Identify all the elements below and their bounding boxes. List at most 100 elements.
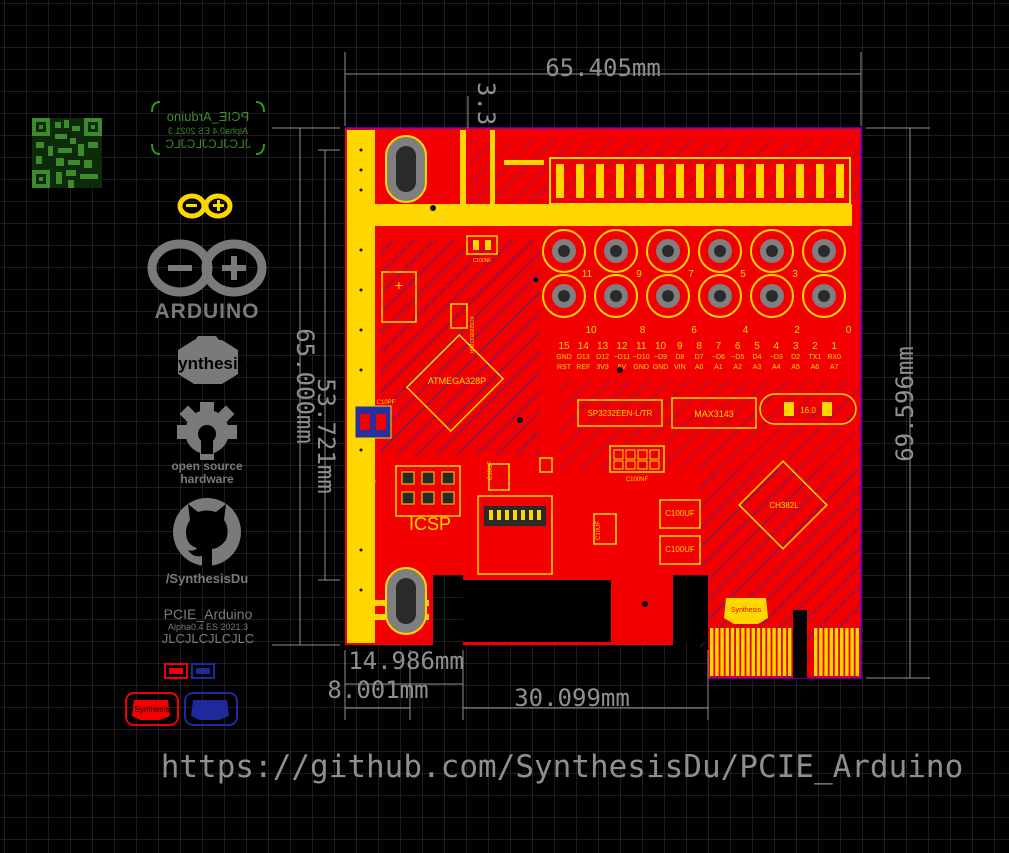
pin-number-10: 5 <box>754 341 760 352</box>
pin-label-2-13: A6 <box>811 364 820 371</box>
pin-label-1-7: D7 <box>695 354 704 361</box>
mirrored-title: PCIE_Arduino <box>167 109 249 124</box>
gold-finger <box>767 628 771 676</box>
pcie-cutout-left <box>463 580 611 642</box>
icsp-label: ICSP <box>409 514 451 534</box>
pad-ring <box>802 274 846 318</box>
pin-number-1: 14 <box>578 341 590 352</box>
gold-finger <box>829 628 833 676</box>
layer-badges: Synthesis <box>125 663 238 726</box>
top-pin-number-14: 1 <box>832 217 838 228</box>
pad-even-label-0: 10 <box>585 325 597 336</box>
ch382l-label: CH382L <box>769 501 799 510</box>
osh-line-2: hardware <box>180 472 234 486</box>
pin-label-2-1: REF <box>576 364 590 371</box>
qr-code-icon <box>32 118 102 188</box>
top-pin-number-5: 10 <box>652 217 664 228</box>
board-title-block: PCIE_Arduino Alpha0.4 ES 2021.3 JLCJLCJL… <box>162 606 254 646</box>
gold-finger <box>725 628 729 676</box>
pin-number-4: 11 <box>636 341 647 352</box>
pad-odd-label-3: 5 <box>740 269 746 280</box>
pad-center <box>818 290 830 302</box>
pad-center <box>662 245 674 257</box>
pad-row-1 <box>542 229 846 273</box>
pad-row-2 <box>542 274 846 318</box>
dim-top-width: 65.405mm <box>545 54 661 82</box>
pin-label-1-5: ~D9 <box>654 354 667 361</box>
gold-finger <box>762 628 766 676</box>
top-pin-number-12: 3 <box>792 217 798 228</box>
pin-label-2-10: A3 <box>753 364 762 371</box>
cap-c100uf-1: C100UF <box>659 499 701 529</box>
pin-label-2-12: A5 <box>791 364 800 371</box>
gold-finger <box>756 628 761 676</box>
pin-number-12: 3 <box>793 341 799 352</box>
pin-label-2-8: A1 <box>714 364 723 371</box>
cap-c10uf-2: C10UF <box>593 513 617 545</box>
arduino-wordmark: ARDUINO <box>155 300 260 323</box>
pin-label-1-9: ~D5 <box>731 354 744 361</box>
gold-finger <box>782 628 787 676</box>
dim-top-offset: 3.3 <box>472 82 500 125</box>
ldo-label: XC6220B331MR <box>468 316 474 354</box>
pad-ring <box>646 229 690 273</box>
gold-finger <box>772 628 776 676</box>
pad-odd-label-4: 3 <box>792 269 798 280</box>
c10uf-2-label: C10UF <box>596 521 602 540</box>
ldo-regulator: XC6220B331MR <box>450 303 474 354</box>
usb-connector <box>477 495 553 575</box>
top-pin-number-4: 11 <box>633 217 644 228</box>
pin-label-1-0: GND <box>556 354 572 361</box>
board-fab-code: JLCJLCJLCJLC <box>162 631 254 646</box>
pad-ring <box>750 229 794 273</box>
gold-finger <box>730 628 735 676</box>
c100uf-1-label: C100UF <box>665 509 695 518</box>
top-pin-number-1: 14 <box>574 217 586 228</box>
gold-finger <box>850 628 854 676</box>
svg-text:+: + <box>395 277 403 293</box>
pad-center <box>558 245 570 257</box>
pad-center <box>818 245 830 257</box>
pin-label-1-8: ~D6 <box>712 354 725 361</box>
open-source-hardware-gear-icon: open source hardware <box>171 402 243 486</box>
pad-odd-label-0: 11 <box>582 269 593 280</box>
dim-left-height-a: 53.721mm <box>312 378 340 494</box>
cap-c100nf-top: C100NF <box>466 235 498 264</box>
cap-c100uf-2: C100UF <box>659 535 701 565</box>
pad-ring <box>542 229 586 273</box>
github-handle: /SynthesisDu <box>166 571 248 586</box>
pin-label-1-3: ~D11 <box>614 354 631 361</box>
mirrored-board-label: PCIE_Arduino Alpha0.4 ES 2021.3 JLCJLCJL… <box>151 101 265 155</box>
pcie-gold-fingers <box>710 628 859 676</box>
dim-bottom-a: 14.986mm <box>348 647 464 675</box>
board-synthesis-logo: Synthesis <box>724 598 768 624</box>
top-pin-number-0: 15 <box>554 217 566 228</box>
board-synthesis-label: Synthesis <box>731 607 762 614</box>
crystal-label: 16.0 <box>800 406 816 415</box>
pin-label-2-11: A4 <box>772 364 781 371</box>
pad-ring <box>802 229 846 273</box>
pin-label-2-0: RST <box>557 364 572 371</box>
vias <box>359 148 648 607</box>
dim-right-height: 69.596mm <box>891 346 919 462</box>
pad-center <box>558 290 570 302</box>
silk-top-bar <box>347 204 852 226</box>
top-header-pins <box>549 157 851 205</box>
ch382l-chip: CH382L <box>738 460 828 550</box>
pin-label-2-3: 5V <box>618 364 627 371</box>
board-title: PCIE_Arduino <box>164 606 253 622</box>
pin-number-6: 9 <box>677 341 683 352</box>
pin-number-0: 15 <box>558 341 570 352</box>
gold-finger <box>840 628 844 676</box>
pin-number-2: 13 <box>597 341 609 352</box>
gold-finger <box>855 628 859 676</box>
pin-number-14: 1 <box>831 341 837 352</box>
pin-label-2-5: GND <box>653 364 669 371</box>
pad-center <box>662 290 674 302</box>
gold-finger <box>741 628 745 676</box>
pin-number-5: 10 <box>655 341 667 352</box>
gold-finger <box>819 628 823 676</box>
